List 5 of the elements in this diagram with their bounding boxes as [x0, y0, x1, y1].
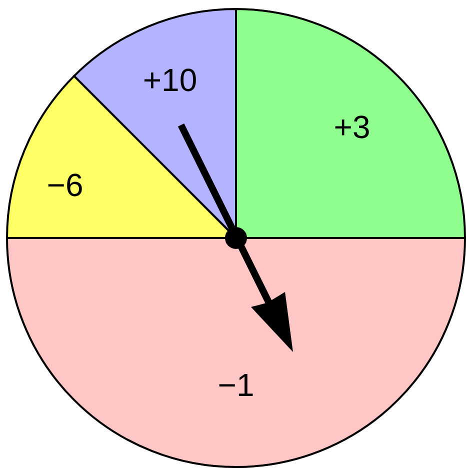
- sector-value: −6: [46, 167, 84, 203]
- sector-value: +3: [334, 109, 370, 145]
- sector-value: −1: [218, 367, 254, 403]
- spinner-pointer: [178, 124, 293, 352]
- sector-value: +10: [142, 62, 198, 98]
